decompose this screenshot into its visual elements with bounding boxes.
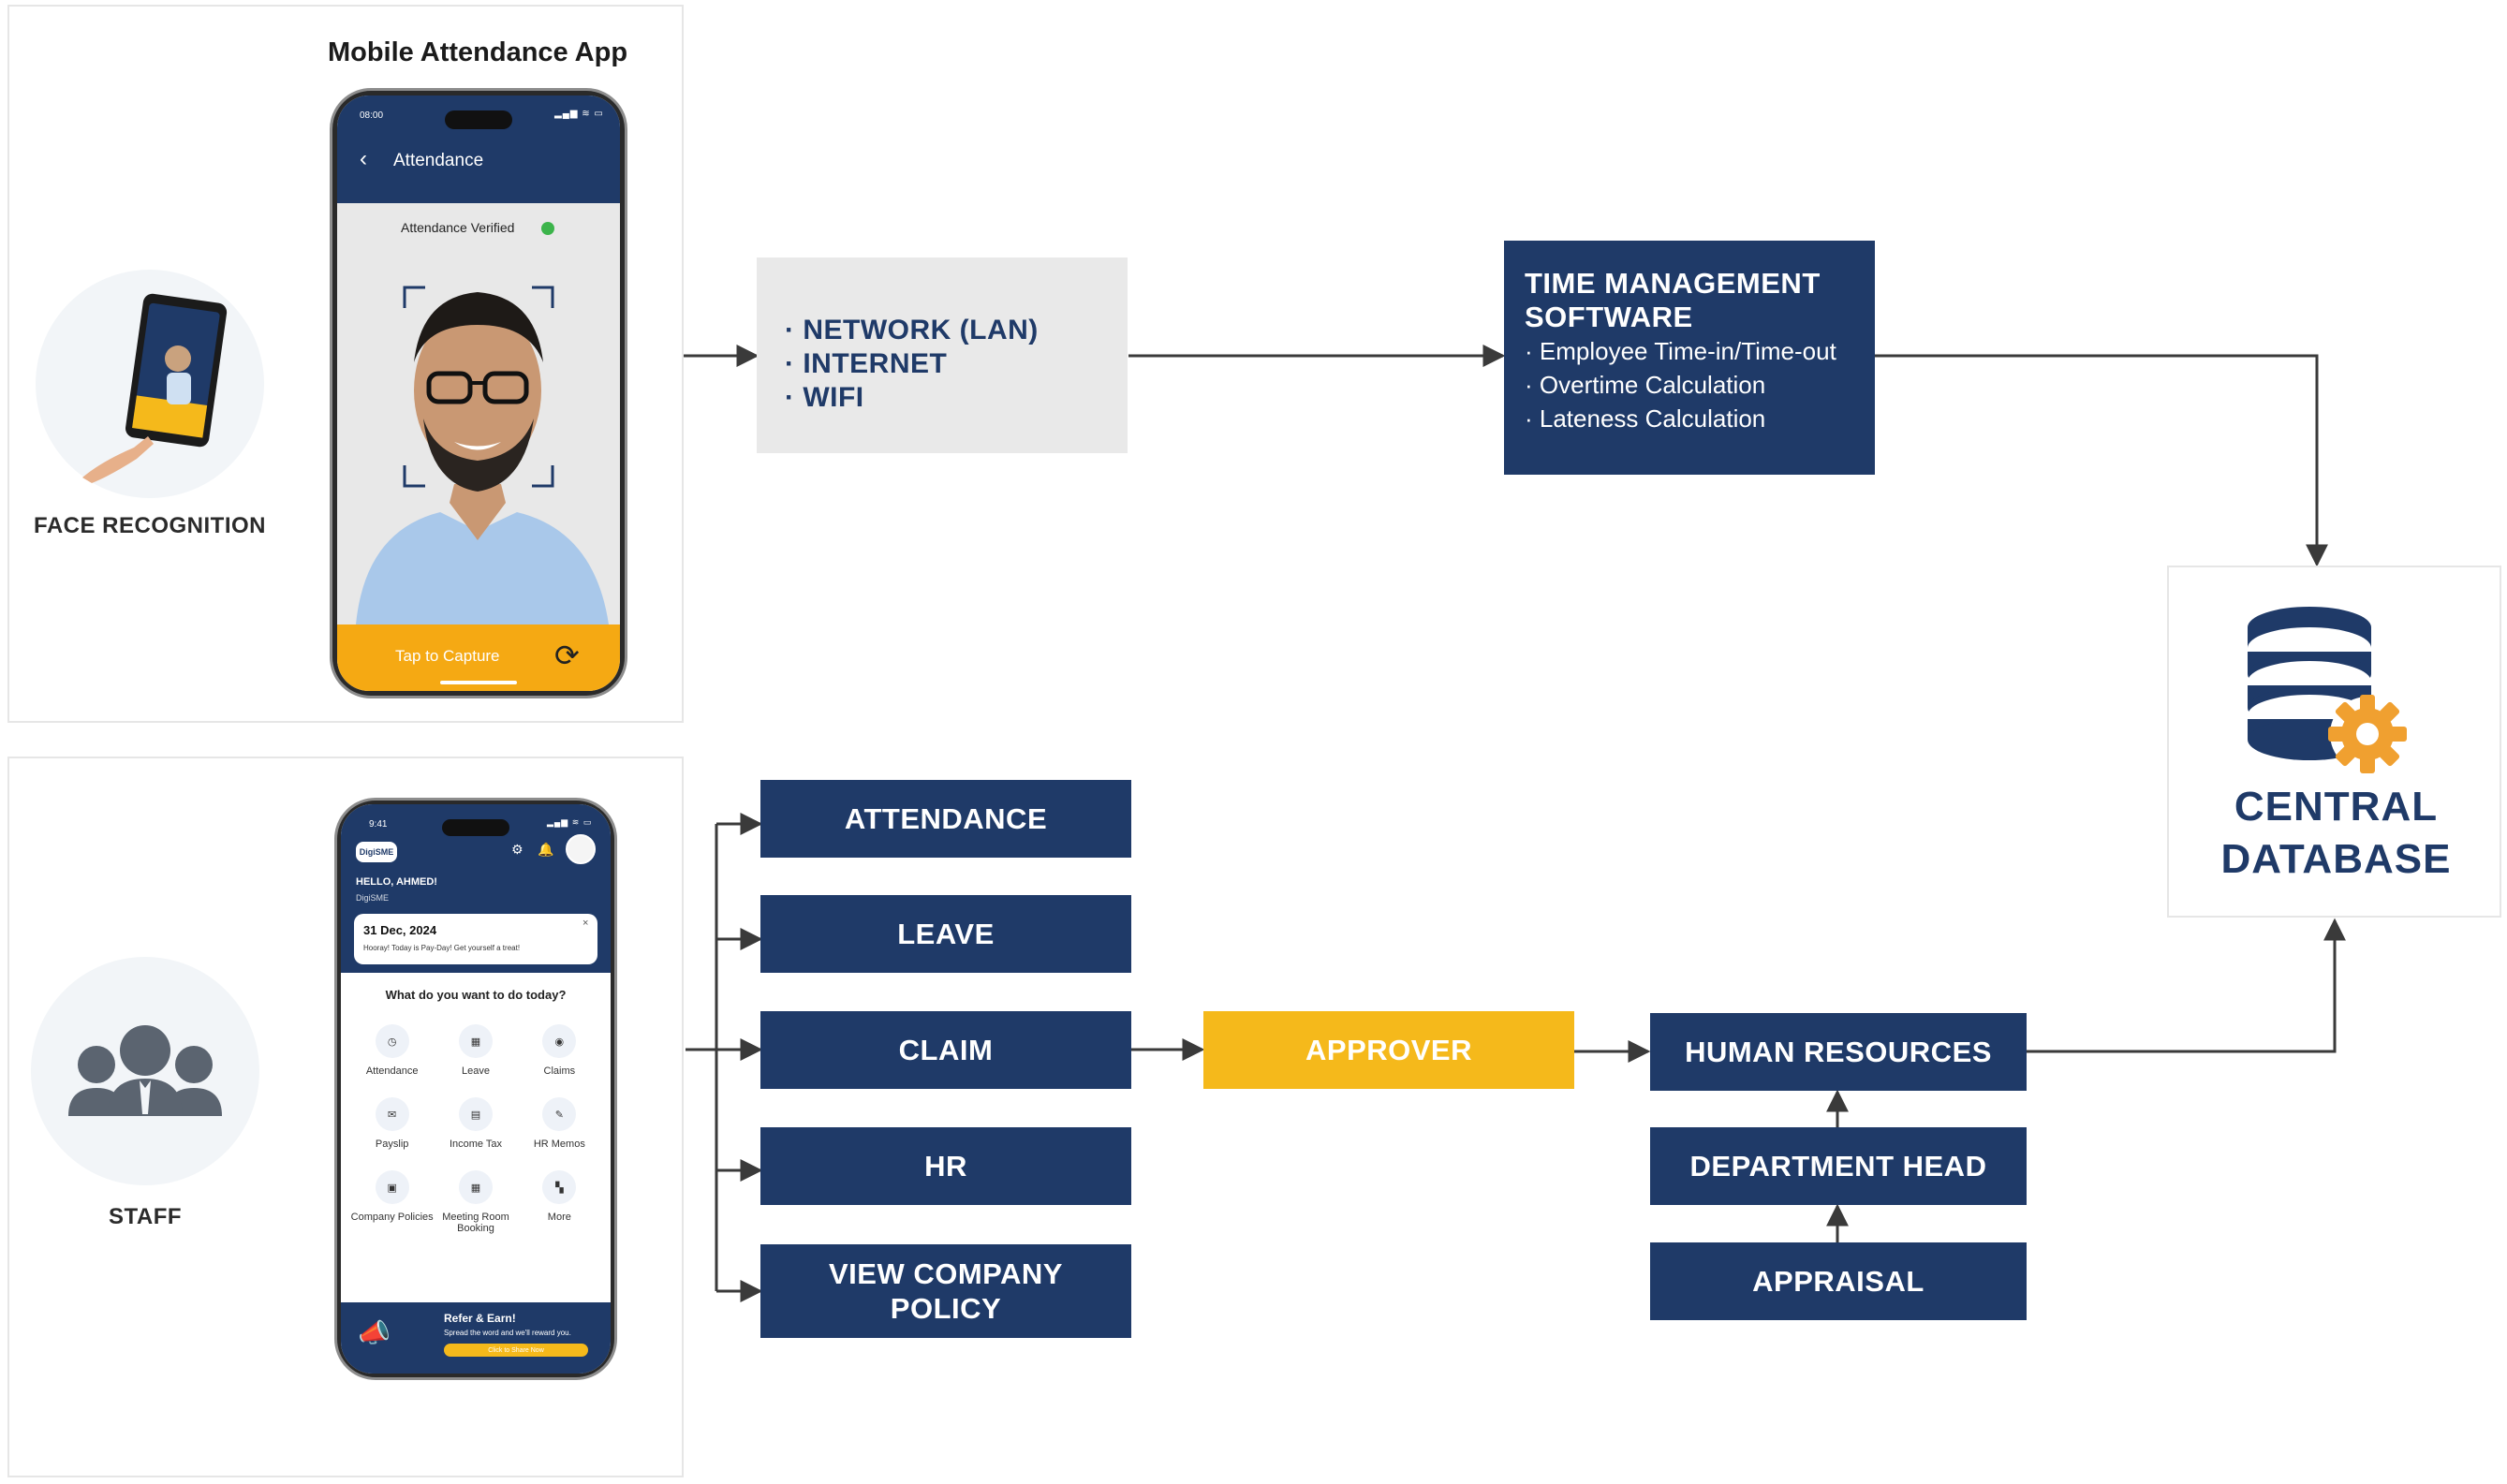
share-button[interactable]: Click to Share Now: [444, 1344, 588, 1357]
tms-item-time-in-out: · Employee Time-in/Time-out: [1525, 337, 1836, 365]
gear-icon[interactable]: ⚙: [511, 842, 524, 857]
module-claim: CLAIM: [760, 1011, 1131, 1089]
central-database-panel: CENTRAL DATABASE: [2167, 566, 2501, 918]
banner-title: Refer & Earn!: [444, 1312, 516, 1325]
tablet-hand-icon: [82, 293, 228, 483]
grid-item-payslip[interactable]: ✉Payslip: [350, 1097, 434, 1150]
grid-item-claims[interactable]: ◉Claims: [518, 1024, 601, 1077]
calendar-icon: ▦: [458, 1024, 493, 1058]
network-item-wifi: · WIFI: [785, 382, 864, 413]
grid-item-leave[interactable]: ▦Leave: [434, 1024, 517, 1077]
status-time: 08:00: [360, 110, 384, 121]
close-icon[interactable]: ×: [583, 918, 589, 929]
banner-text: Spread the word and we'll reward you.: [444, 1329, 571, 1337]
quick-actions-grid: ◷Attendance ▦Leave ◉Claims ✉Payslip ▤Inc…: [350, 1024, 601, 1234]
mobile-app-title: Mobile Attendance App: [327, 37, 628, 67]
question-text: What do you want to do today?: [385, 988, 567, 1002]
bell-icon[interactable]: 🔔: [538, 842, 554, 857]
staff-label: STAFF: [108, 1204, 183, 1229]
status-icons: ▂▄▆ ≋ ▭: [554, 109, 604, 119]
network-item-lan: · NETWORK (LAN): [785, 315, 1039, 345]
person-photo: [356, 286, 609, 624]
approver-box: APPROVER: [1203, 1011, 1574, 1089]
attendance-phone-screen: 08:00 ▂▄▆ ≋ ▭ ‹ Attendance Attendance Ve…: [337, 96, 620, 691]
face-recognition-label: FACE RECOGNITION: [33, 513, 266, 538]
clock-icon: ◷: [375, 1024, 409, 1058]
face-frame-corners: [403, 286, 554, 488]
notice-text: Hooray! Today is Pay-Day! Get yourself a…: [363, 944, 521, 952]
status-time: 9:41: [369, 819, 388, 830]
notice-date: 31 Dec, 2024: [363, 923, 437, 937]
envelope-icon: ✉: [375, 1097, 409, 1131]
payday-notice: 31 Dec, 2024 Hooray! Today is Pay-Day! G…: [354, 914, 597, 964]
database-label-line1: CENTRAL: [2234, 784, 2439, 830]
attendance-verified-text: Attendance Verified: [401, 220, 515, 235]
grid-item-attendance[interactable]: ◷Attendance: [350, 1024, 434, 1077]
database-gear-icon: [2248, 607, 2407, 773]
coins-icon: ◉: [542, 1024, 577, 1058]
arrow-tms-to-database: [1875, 354, 2328, 567]
back-chevron-icon[interactable]: ‹: [360, 146, 367, 171]
capture-bar[interactable]: Tap to Capture ⟳: [337, 624, 620, 691]
calculator-icon: ▤: [458, 1097, 493, 1131]
tms-title-line1: TIME MANAGEMENT: [1525, 267, 1821, 300]
refer-banner[interactable]: 📣 Refer & Earn! Spread the word and we'l…: [341, 1302, 611, 1374]
attendance-header-title: Attendance: [393, 151, 484, 170]
camera-view: Attendance Verified: [337, 203, 620, 624]
human-resources-box: HUMAN RESOURCES: [1650, 1013, 2027, 1091]
time-management-box: TIME MANAGEMENT SOFTWARE · Employee Time…: [1504, 241, 1875, 475]
brand-logo: DigiSME: [356, 842, 397, 862]
staff-group-icon: [68, 1025, 222, 1116]
network-box: · NETWORK (LAN) · INTERNET · WIFI: [757, 257, 1128, 453]
network-item-internet: · INTERNET: [785, 348, 948, 379]
grid-item-hr-memos[interactable]: ✎HR Memos: [518, 1097, 601, 1150]
verified-check-icon: [541, 222, 554, 235]
document-icon: ▣: [375, 1170, 409, 1204]
home-indicator: [440, 681, 517, 684]
calendar-grid-icon: ▦: [458, 1170, 493, 1204]
avatar[interactable]: [566, 834, 596, 864]
greeting: HELLO, AHMED!: [356, 876, 437, 888]
database-label-line2: DATABASE: [2220, 836, 2452, 882]
grid-item-more[interactable]: ▚More: [518, 1170, 601, 1234]
grid-item-company-policies[interactable]: ▣Company Policies: [350, 1170, 434, 1234]
dynamic-island: [442, 819, 509, 836]
more-grid-icon: ▚: [542, 1170, 577, 1204]
memo-icon: ✎: [542, 1097, 577, 1131]
module-view-company-policy: VIEW COMPANY POLICY: [760, 1244, 1131, 1338]
tms-item-lateness: · Lateness Calculation: [1525, 404, 1766, 433]
module-leave: LEAVE: [760, 895, 1131, 973]
module-attendance: ATTENDANCE: [760, 780, 1131, 858]
staff-screen-header: 9:41 ▂▄▆ ≋ ▭ DigiSME ⚙ 🔔 HELLO, AHMED! D…: [341, 804, 611, 973]
tap-to-capture-button[interactable]: Tap to Capture: [395, 647, 500, 665]
refresh-icon[interactable]: ⟳: [554, 639, 580, 672]
module-hr: HR: [760, 1127, 1131, 1205]
appraisal-box: APPRAISAL: [1650, 1242, 2027, 1320]
gear-overlay: [2328, 695, 2407, 773]
face-recognition-circle: [36, 270, 264, 498]
attendance-screen-header: 08:00 ▂▄▆ ≋ ▭ ‹ Attendance: [337, 96, 620, 203]
megaphone-icon: 📣: [358, 1318, 391, 1347]
tms-title-line2: SOFTWARE: [1525, 301, 1693, 333]
tms-item-overtime: · Overtime Calculation: [1525, 371, 1766, 399]
staff-phone-screen: 9:41 ▂▄▆ ≋ ▭ DigiSME ⚙ 🔔 HELLO, AHMED! D…: [341, 804, 611, 1374]
department-head-box: DEPARTMENT HEAD: [1650, 1127, 2027, 1205]
staff-circle: [31, 957, 259, 1185]
arrow-hr-to-database: [2027, 918, 2346, 1053]
grid-item-meeting-room[interactable]: ▦Meeting Room Booking: [434, 1170, 517, 1234]
dynamic-island: [445, 110, 512, 129]
status-icons: ▂▄▆ ≋ ▭: [547, 817, 593, 827]
company-name: DigiSME: [356, 893, 390, 903]
grid-item-income-tax[interactable]: ▤Income Tax: [434, 1097, 517, 1150]
